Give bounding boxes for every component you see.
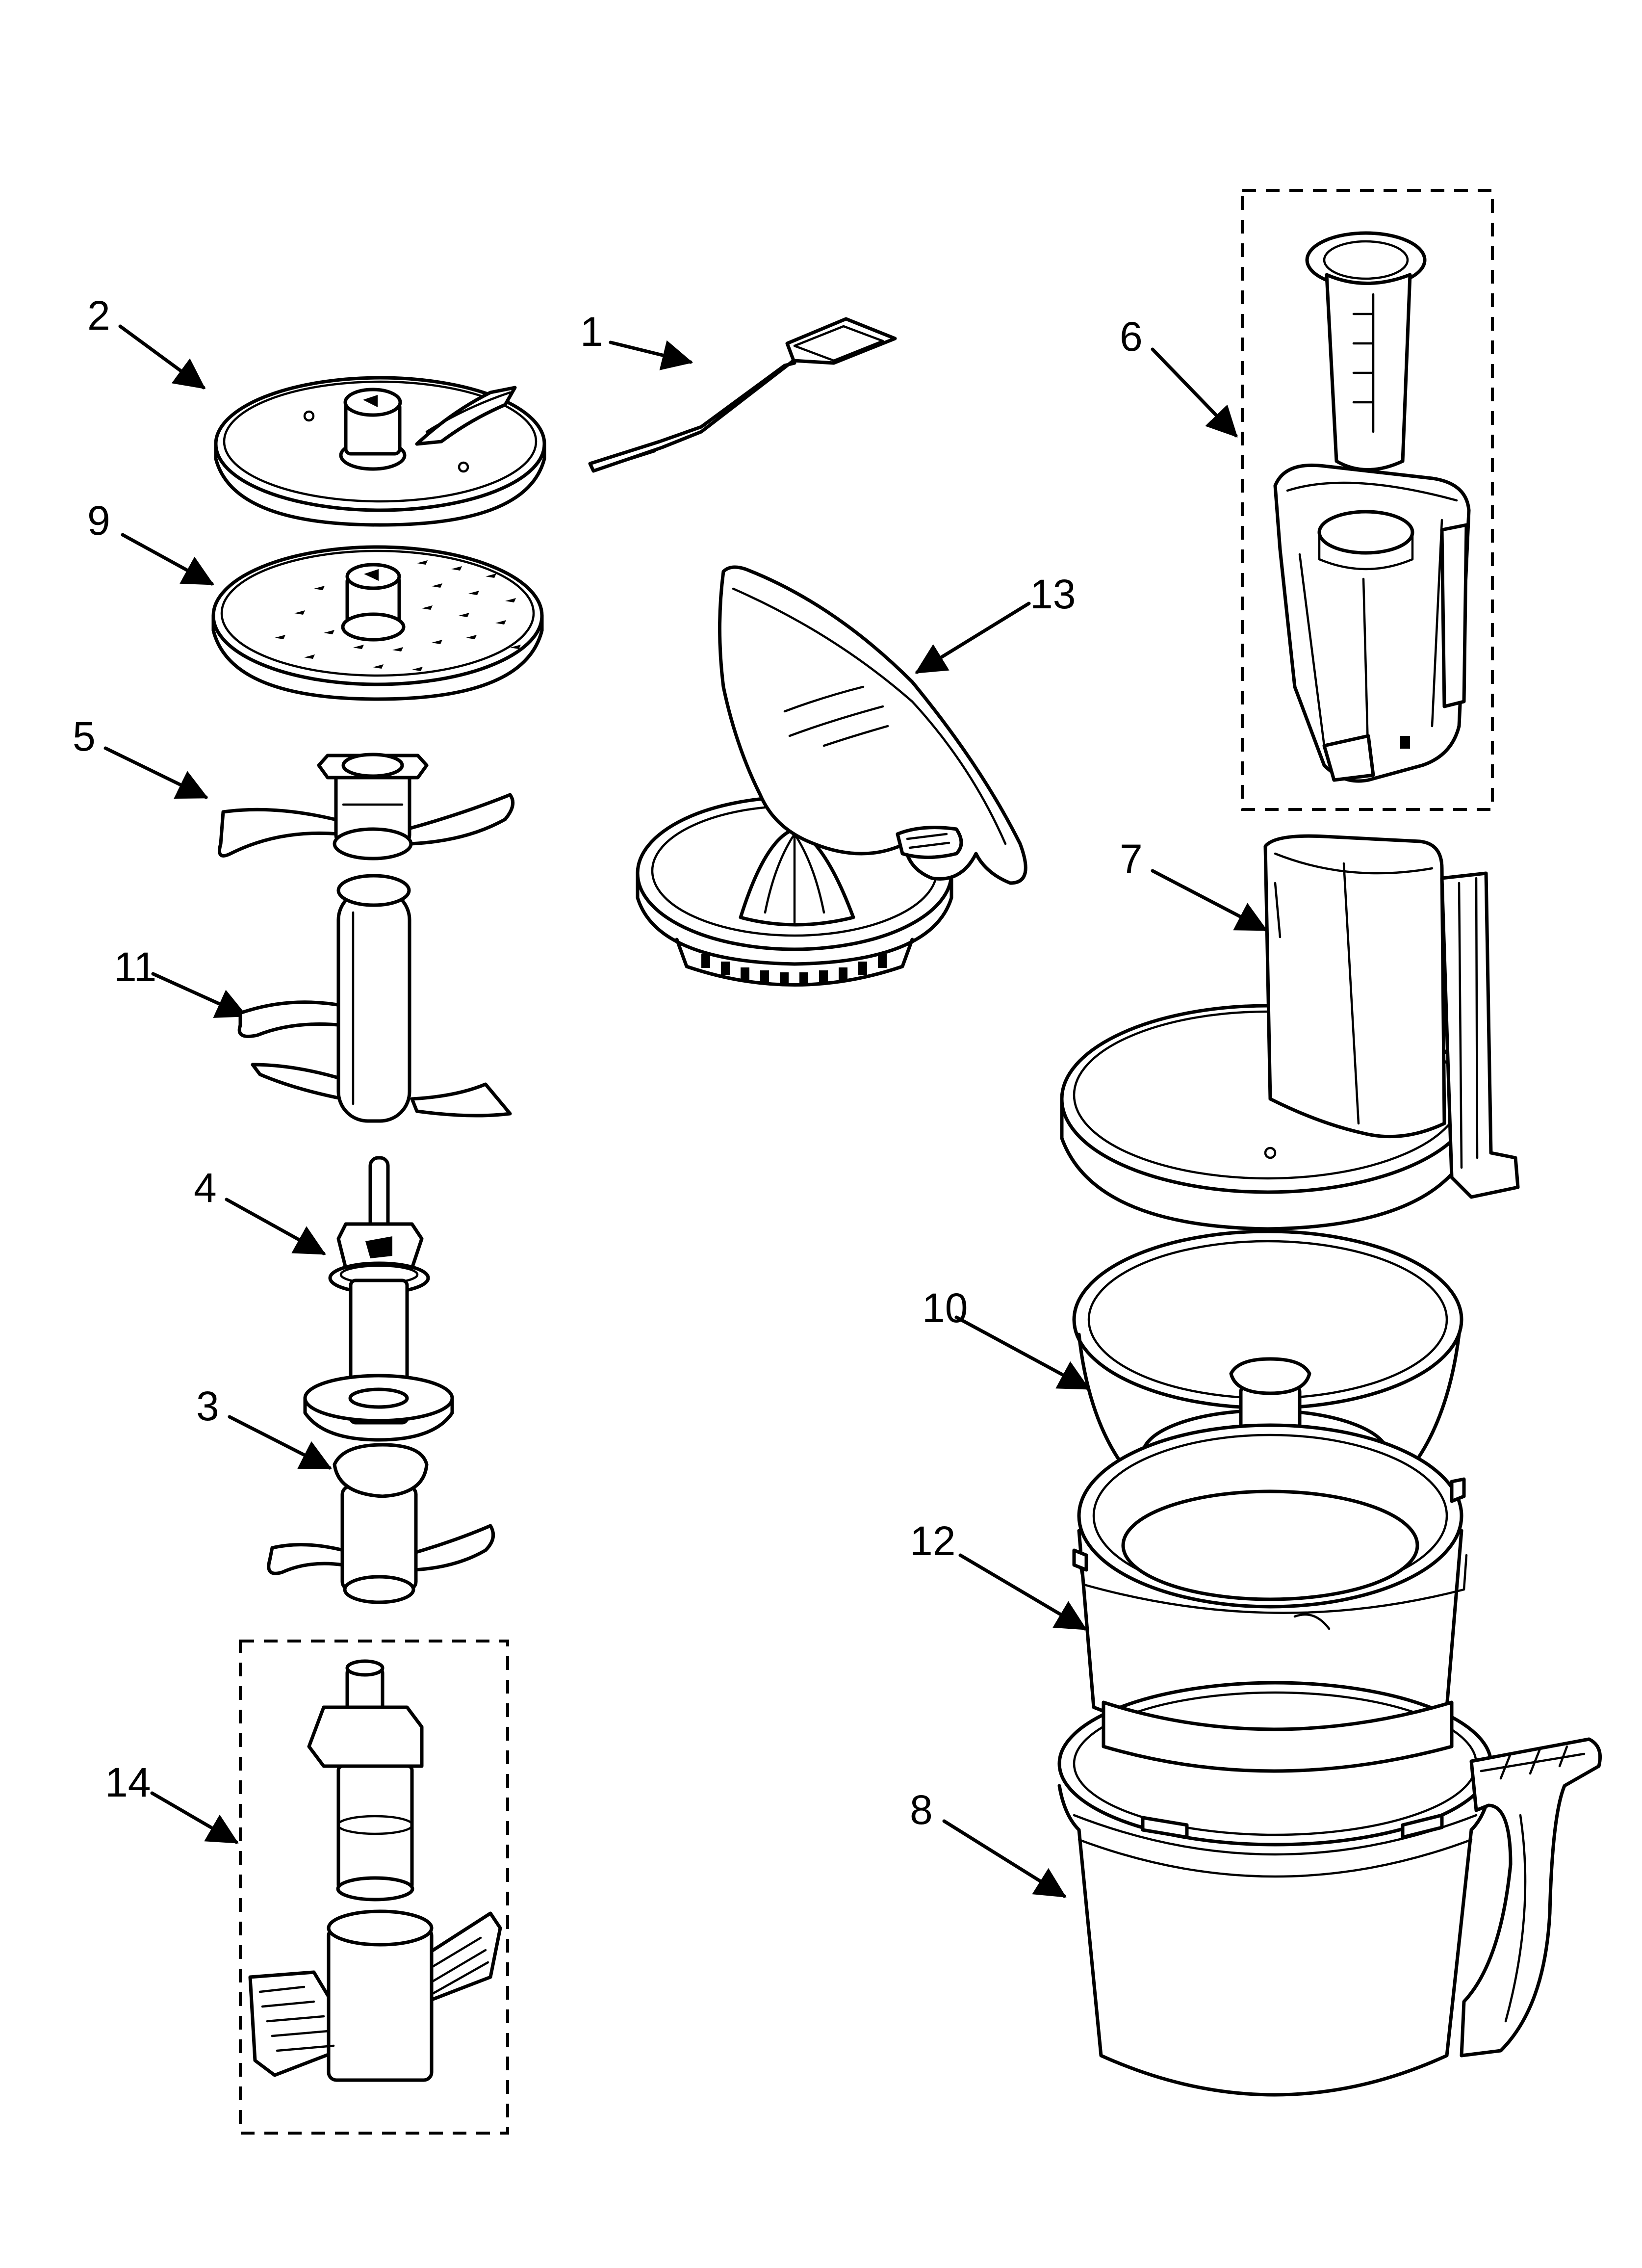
- callout-label-6: 6: [1120, 313, 1143, 360]
- part-3-mini-bowl-blade: [267, 1443, 495, 1604]
- leader-arrow-6: [1151, 347, 1238, 438]
- part-5-mini-blade: [218, 753, 515, 860]
- part-7-lid-feed-tube: [1060, 834, 1520, 1231]
- part-9-shredding-disc: [211, 545, 544, 701]
- callout-label-3: 3: [196, 1383, 219, 1429]
- leader-arrow-7: [1151, 869, 1268, 932]
- part-1-spatula: [588, 317, 897, 473]
- callout-label-14: 14: [105, 1759, 151, 1805]
- leader-arrow-2: [118, 324, 206, 390]
- callout-label-12: 12: [910, 1518, 955, 1564]
- callout-label-9: 9: [87, 497, 110, 544]
- callout-label-8: 8: [910, 1787, 933, 1833]
- callout-label-10: 10: [922, 1285, 968, 1331]
- part-6-food-pusher-assembly: [1241, 189, 1494, 811]
- callout-label-5: 5: [73, 713, 96, 759]
- part-2-slicing-disc: [214, 376, 546, 527]
- part-8-work-bowl: [1057, 1681, 1602, 2097]
- part-14-dough-kit: [239, 1640, 509, 2135]
- leader-arrow-3: [228, 1415, 332, 1470]
- leader-arrow-12: [958, 1553, 1087, 1631]
- leader-arrow-14: [150, 1791, 239, 1844]
- leader-arrow-10: [954, 1315, 1090, 1390]
- callout-label-1: 1: [580, 309, 603, 355]
- leader-arrow-5: [103, 746, 208, 799]
- leader-arrow-8: [942, 1819, 1067, 1898]
- callout-label-13: 13: [1030, 571, 1076, 617]
- leader-arrow-1: [609, 340, 693, 370]
- callout-label-2: 2: [87, 292, 110, 339]
- part-11-multipurpose-blade: [237, 874, 512, 1123]
- callout-label-4: 4: [194, 1165, 217, 1211]
- leader-arrow-13: [915, 601, 1031, 674]
- part-13-citrus-press: [636, 565, 1027, 987]
- leader-arrow-11: [151, 972, 248, 1018]
- leader-arrow-4: [225, 1198, 326, 1255]
- callout-label-11: 11: [114, 944, 156, 990]
- callout-label-7: 7: [1120, 836, 1143, 882]
- part-4-drive-adapter: [303, 1156, 454, 1442]
- leader-arrow-9: [121, 533, 214, 586]
